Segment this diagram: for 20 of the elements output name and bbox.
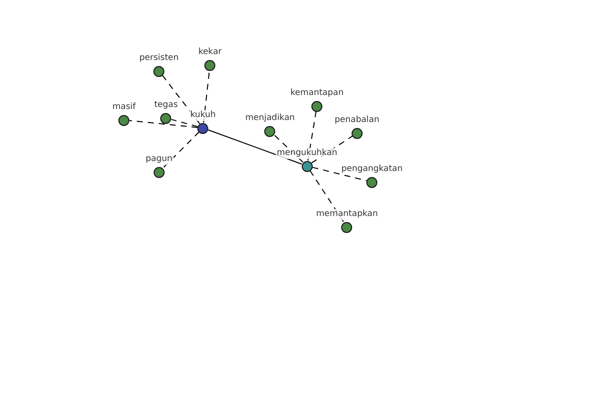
node-label: masif xyxy=(111,102,137,112)
connector-line xyxy=(162,131,200,169)
node-label: pagun xyxy=(144,154,174,164)
node-label: memantapkan xyxy=(315,208,379,220)
node-label: persisten xyxy=(138,52,180,64)
node-label: pengangkatan xyxy=(340,164,404,174)
node-label: menjadikan xyxy=(244,112,296,124)
connector-line xyxy=(312,166,368,182)
node-label: kukuh xyxy=(189,110,217,120)
connector-line xyxy=(162,74,200,124)
node-label: tegas xyxy=(153,100,179,110)
connector-line xyxy=(307,110,317,162)
connector-line xyxy=(208,129,302,165)
node-label: mengukuhkan xyxy=(276,148,338,158)
connector-line xyxy=(128,120,198,128)
connector-line xyxy=(310,170,344,223)
connector-line xyxy=(170,118,198,128)
node-label: kekar xyxy=(197,46,223,58)
node-label: penabalan xyxy=(334,114,380,126)
node-label: kemantapan xyxy=(289,88,345,98)
